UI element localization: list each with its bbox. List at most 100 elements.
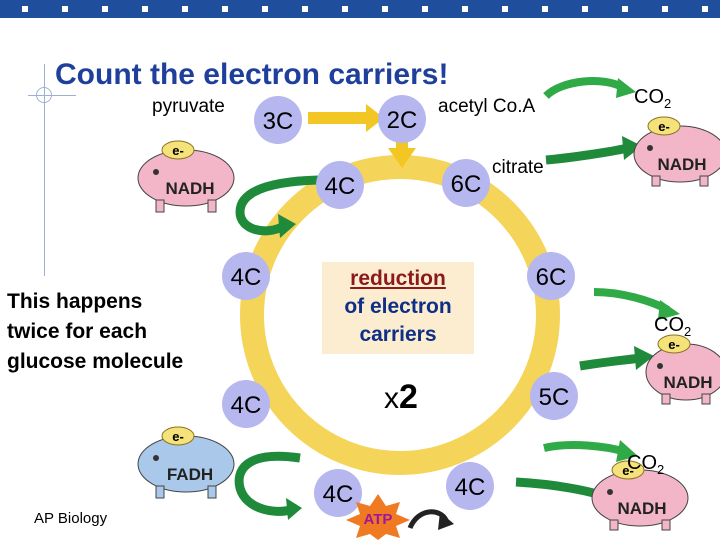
acetyl-coa-label: acetyl Co.A xyxy=(438,96,536,117)
co2-sub: 2 xyxy=(657,462,665,477)
svg-text:e-: e- xyxy=(668,337,680,352)
svg-text:3C: 3C xyxy=(263,108,294,135)
bar-tick xyxy=(462,6,468,12)
reduction-line-1: reduction xyxy=(350,267,446,290)
green-arrow xyxy=(543,441,628,456)
page-title: Count the electron carriers! xyxy=(55,58,449,91)
atp-recycle-arrow-head xyxy=(438,512,454,530)
bar-tick xyxy=(222,6,228,12)
reduction-line-2: of electron xyxy=(344,295,452,318)
svg-text:4C: 4C xyxy=(325,173,356,200)
carbon-2c: 2C xyxy=(378,95,426,143)
pyruvate-label: pyruvate xyxy=(152,96,225,117)
cycle-ring xyxy=(240,155,560,475)
co2-sub: 2 xyxy=(684,324,692,339)
svg-text:e-: e- xyxy=(658,119,670,134)
svg-text:4C: 4C xyxy=(323,481,354,508)
svg-text:NADH: NADH xyxy=(663,373,712,392)
carbon-6c-right: 6C xyxy=(527,252,575,300)
acetyl-arrow-head xyxy=(388,148,416,168)
svg-text:FADH: FADH xyxy=(167,465,213,484)
bar-tick xyxy=(502,6,508,12)
svg-text:NADH: NADH xyxy=(165,179,214,198)
bar-tick xyxy=(542,6,548,12)
citrate-label: citrate xyxy=(492,157,544,178)
green-arrow-head xyxy=(658,300,680,320)
svg-text:e-: e- xyxy=(622,463,634,478)
green-arrow xyxy=(593,288,670,314)
co2-text: CO xyxy=(654,314,684,336)
bar-tick xyxy=(422,6,428,12)
carbon-4c-oxaloacetate: 4C xyxy=(316,161,364,209)
pyruvate-arrow xyxy=(308,112,368,124)
bar-tick xyxy=(22,6,28,12)
bar-tick xyxy=(102,6,108,12)
green-arrow xyxy=(543,77,627,100)
carbon-3c: 3C xyxy=(254,96,302,144)
svg-text:4C: 4C xyxy=(231,392,262,419)
green-arrow xyxy=(234,451,301,516)
co2-text: CO xyxy=(634,86,664,108)
bar-tick xyxy=(662,6,668,12)
nadh-piggy-bank-icon: e- NADH xyxy=(633,116,720,187)
green-arrow xyxy=(235,175,319,236)
slide-guide-line xyxy=(44,64,45,276)
bar-tick xyxy=(582,6,588,12)
multiplier-n: 2 xyxy=(399,378,418,416)
carbon-6c-citrate: 6C xyxy=(442,159,490,207)
reduction-line-3: carriers xyxy=(359,323,437,346)
carbon-4c-bottom-right: 4C xyxy=(446,462,494,510)
multiplier-x: x xyxy=(384,382,399,415)
bar-tick xyxy=(342,6,348,12)
svg-text:2C: 2C xyxy=(387,107,418,134)
carbon-4c-bottom-left: 4C xyxy=(314,469,362,517)
green-arrow-head xyxy=(286,498,302,520)
bar-tick xyxy=(702,6,708,12)
svg-text:ATP: ATP xyxy=(364,511,393,528)
pyruvate-arrow-head xyxy=(366,104,384,132)
reduction-box: reduction of electron carriers xyxy=(322,262,474,354)
crosshair-icon xyxy=(36,87,52,103)
green-arrow-head xyxy=(616,440,638,462)
carbon-4c-left-upper: 4C xyxy=(222,252,270,300)
svg-text:NADH: NADH xyxy=(617,499,666,518)
carbon-5c: 5C xyxy=(530,372,578,420)
slide-guide-line xyxy=(28,95,76,96)
co2-sub: 2 xyxy=(664,96,672,111)
carbon-4c-left-lower: 4C xyxy=(222,380,270,428)
atp-star-icon: ATP xyxy=(346,494,410,540)
svg-text:6C: 6C xyxy=(536,264,567,291)
bar-tick xyxy=(382,6,388,12)
bar-tick xyxy=(62,6,68,12)
svg-text:4C: 4C xyxy=(455,474,486,501)
co2-label: CO2 xyxy=(627,452,664,477)
bar-tick xyxy=(142,6,148,12)
co2-label: CO2 xyxy=(634,86,671,111)
nadh-piggy-bank-icon: e- NADH xyxy=(645,334,720,405)
co2-label: CO2 xyxy=(654,314,691,339)
bar-tick xyxy=(182,6,188,12)
bar-tick xyxy=(622,6,628,12)
svg-text:6C: 6C xyxy=(451,171,482,198)
footer-label: AP Biology xyxy=(34,510,108,527)
svg-text:5C: 5C xyxy=(539,384,570,411)
svg-text:e-: e- xyxy=(172,429,184,444)
top-bar xyxy=(0,0,720,18)
green-arrow xyxy=(545,143,629,165)
green-arrow xyxy=(579,353,641,371)
green-arrow-head xyxy=(616,78,636,98)
green-arrow-head xyxy=(622,136,642,160)
svg-text:NADH: NADH xyxy=(657,155,706,174)
svg-text:4C: 4C xyxy=(231,264,262,291)
bar-tick xyxy=(302,6,308,12)
green-arrow-head xyxy=(634,346,654,370)
nadh-piggy-bank-icon: e- NADH xyxy=(591,460,689,531)
glucose-note: This happens twice for each glucose mole… xyxy=(7,290,184,373)
multiplier-label: x2 xyxy=(384,378,418,417)
bar-tick xyxy=(262,6,268,12)
fadh-piggy-bank-icon: e- FADH xyxy=(137,426,235,499)
co2-text: CO xyxy=(627,452,657,474)
green-arrow-head xyxy=(278,214,296,238)
svg-text:e-: e- xyxy=(172,143,184,158)
